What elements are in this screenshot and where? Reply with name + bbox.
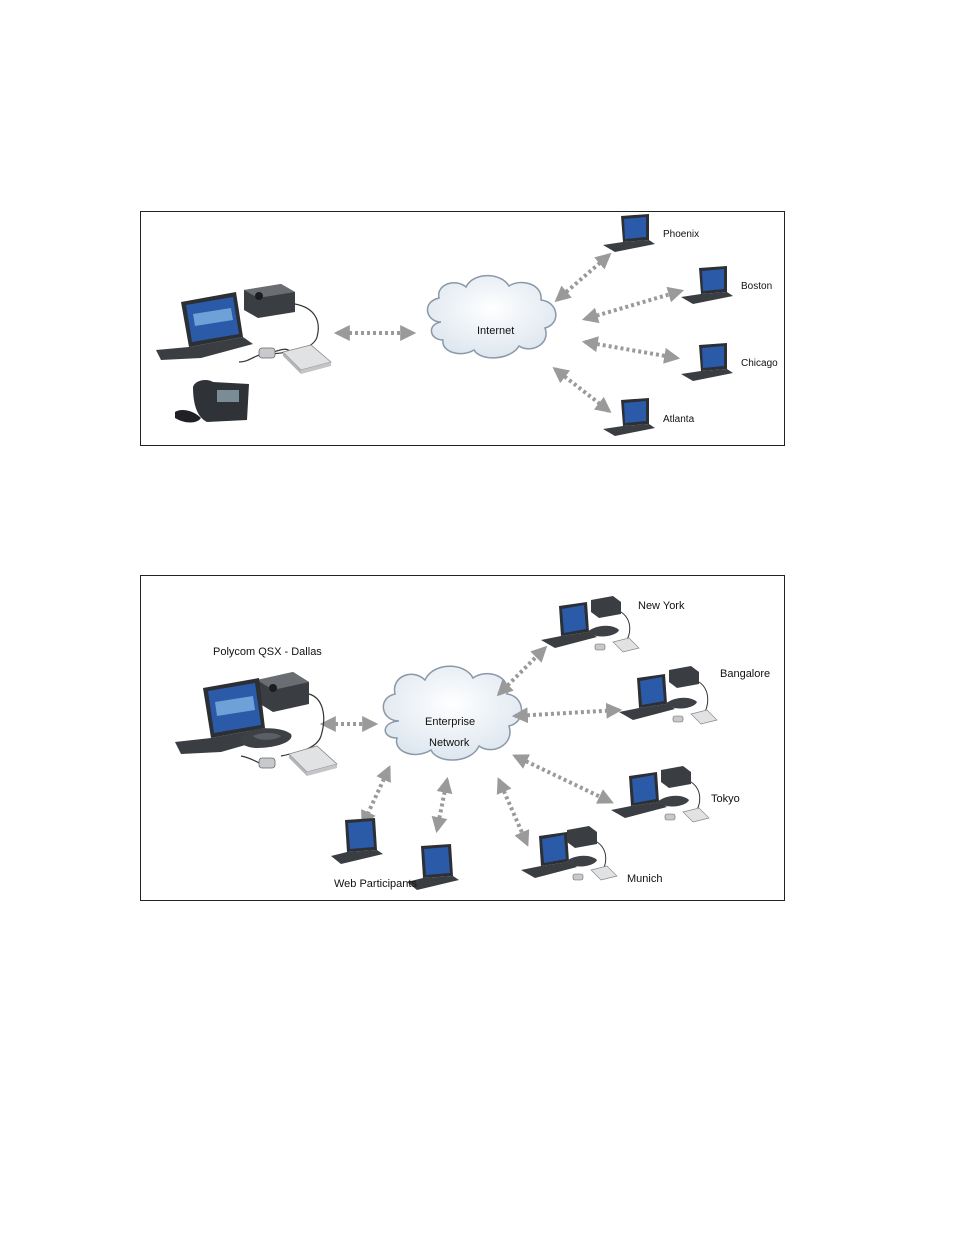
projector-icon [244, 284, 295, 318]
web-laptop-icon [331, 818, 383, 864]
site-label-munich: Munich [627, 873, 662, 885]
projector-icon [591, 596, 621, 618]
site-label-atlanta: Atlanta [663, 414, 695, 425]
site-laptop-icon [619, 674, 675, 720]
laptop-icon [681, 266, 733, 304]
projector-icon [257, 672, 309, 712]
connector-icon [258, 347, 276, 359]
speaker-phone-icon [239, 728, 292, 748]
arrow-new-york [496, 645, 548, 697]
base-station-icon [282, 344, 332, 374]
speaker-phone-icon [665, 697, 697, 709]
site-bangalore: Bangalore [619, 666, 770, 725]
laptop-icon [603, 398, 655, 436]
arrow-web-1 [361, 765, 391, 827]
enterprise-label-line1: Enterprise [425, 716, 475, 728]
internet-cloud: Internet [426, 274, 557, 359]
diagram-enterprise: Enterprise Network Polycom QSX - Dallas [140, 575, 785, 901]
remote-laptop-boston: Boston [681, 266, 772, 304]
arrow-munich [496, 777, 530, 847]
projector-icon [669, 666, 699, 688]
base-station-icon [288, 745, 338, 776]
remote-laptop-phoenix: Phoenix [603, 214, 699, 252]
speaker-phone-icon [565, 855, 597, 867]
enterprise-cloud: Enterprise Network [382, 665, 523, 761]
remote-laptop-atlanta: Atlanta [603, 398, 695, 436]
arrow-phoenix [554, 252, 612, 303]
projector-icon [567, 826, 597, 848]
hub-label: Polycom QSX - Dallas [213, 646, 322, 658]
connection-arrows [333, 252, 685, 413]
site-laptop-icon [541, 602, 597, 648]
diagram-enterprise-canvas: Enterprise Network Polycom QSX - Dallas [175, 596, 770, 890]
arrow-boston [581, 286, 685, 324]
connection-arrows-2 [319, 645, 623, 847]
laptop-icon [603, 214, 655, 252]
web-participants: Web Participants [331, 818, 459, 890]
site-label-boston: Boston [741, 281, 772, 292]
hub-dallas: Polycom QSX - Dallas [175, 646, 338, 776]
remote-laptop-chicago: Chicago [681, 343, 778, 381]
base-station-icon [682, 807, 710, 823]
base-station-icon [690, 709, 718, 725]
web-participants-label: Web Participants [334, 878, 417, 890]
site-laptop-icon [521, 832, 577, 878]
site-label-chicago: Chicago [741, 358, 778, 369]
desk-phone-icon [175, 379, 249, 423]
hub-laptop-icon [156, 292, 253, 360]
internet-label: Internet [477, 325, 514, 337]
enterprise-label-line2: Network [429, 737, 470, 749]
connector-icon [258, 757, 276, 769]
site-new-york: New York [541, 596, 685, 653]
base-station-icon [612, 637, 640, 653]
site-label-bangalore: Bangalore [720, 668, 770, 680]
hub-equipment [156, 284, 332, 423]
arrow-tokyo [512, 754, 614, 804]
arrow-chicago [581, 336, 681, 364]
diagram-internet-canvas: Internet [156, 214, 778, 436]
site-label-tokyo: Tokyo [711, 793, 740, 805]
site-label-new-york: New York [638, 600, 685, 612]
web-laptop-icon [407, 844, 459, 890]
arrow-atlanta [552, 367, 612, 413]
projector-icon [661, 766, 691, 788]
speaker-phone-icon [657, 795, 689, 807]
site-munich: Munich [521, 826, 662, 885]
arrow-bangalore [511, 702, 623, 724]
laptop-icon [681, 343, 733, 381]
site-tokyo: Tokyo [611, 766, 740, 823]
site-laptop-icon [611, 772, 667, 818]
base-station-icon [590, 865, 618, 881]
arrow-web-2 [431, 776, 453, 834]
speaker-phone-icon [587, 625, 619, 637]
site-label-phoenix: Phoenix [663, 229, 699, 240]
diagram-internet: Internet [140, 211, 785, 446]
